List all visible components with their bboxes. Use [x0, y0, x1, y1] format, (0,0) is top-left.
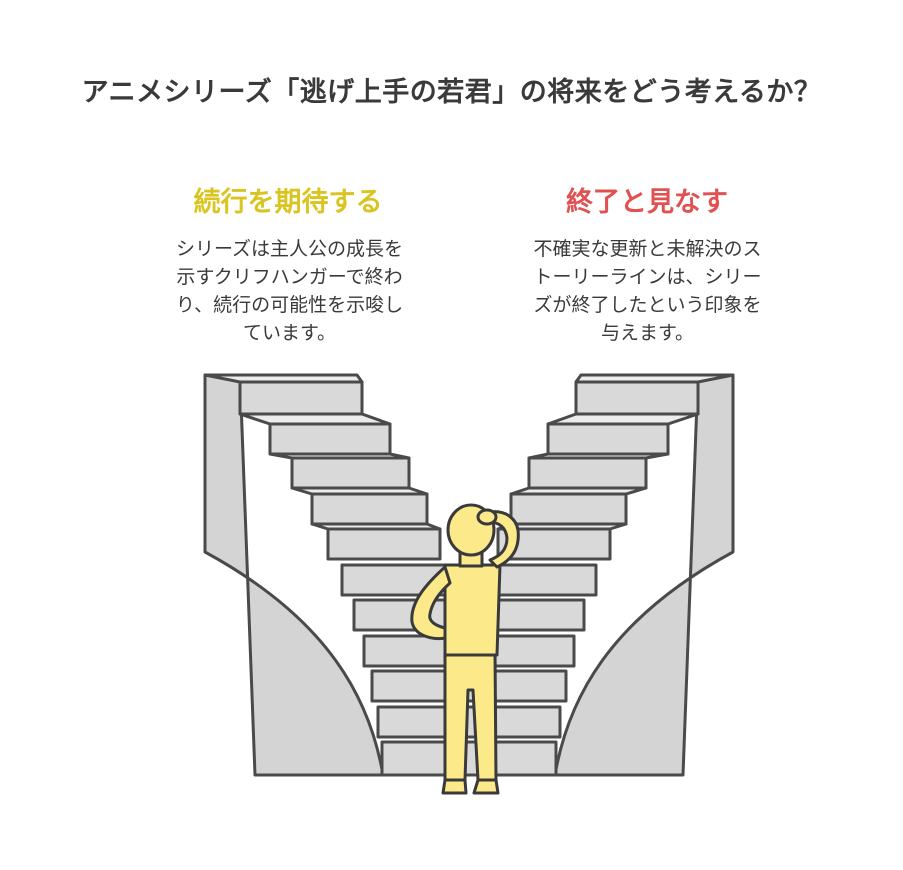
thinking-person-icon [410, 503, 520, 795]
end-heading: 終了と見なす [566, 187, 728, 218]
right-staircase [462, 373, 735, 777]
end-description: 不確実な更新と未解決のストーリーラインは、シリーズが終了したという印象を与えます… [533, 238, 762, 344]
left-staircase [203, 373, 476, 777]
continue-description: シリーズは主人公の成長を示すクリフハンガーで終わり、続行の可能性を示唆しています… [175, 238, 404, 344]
continue-heading: 続行を期待する [193, 187, 383, 218]
page-title: アニメシリーズ「逃げ上手の若君」の将来をどう考えるか？ [81, 77, 822, 108]
